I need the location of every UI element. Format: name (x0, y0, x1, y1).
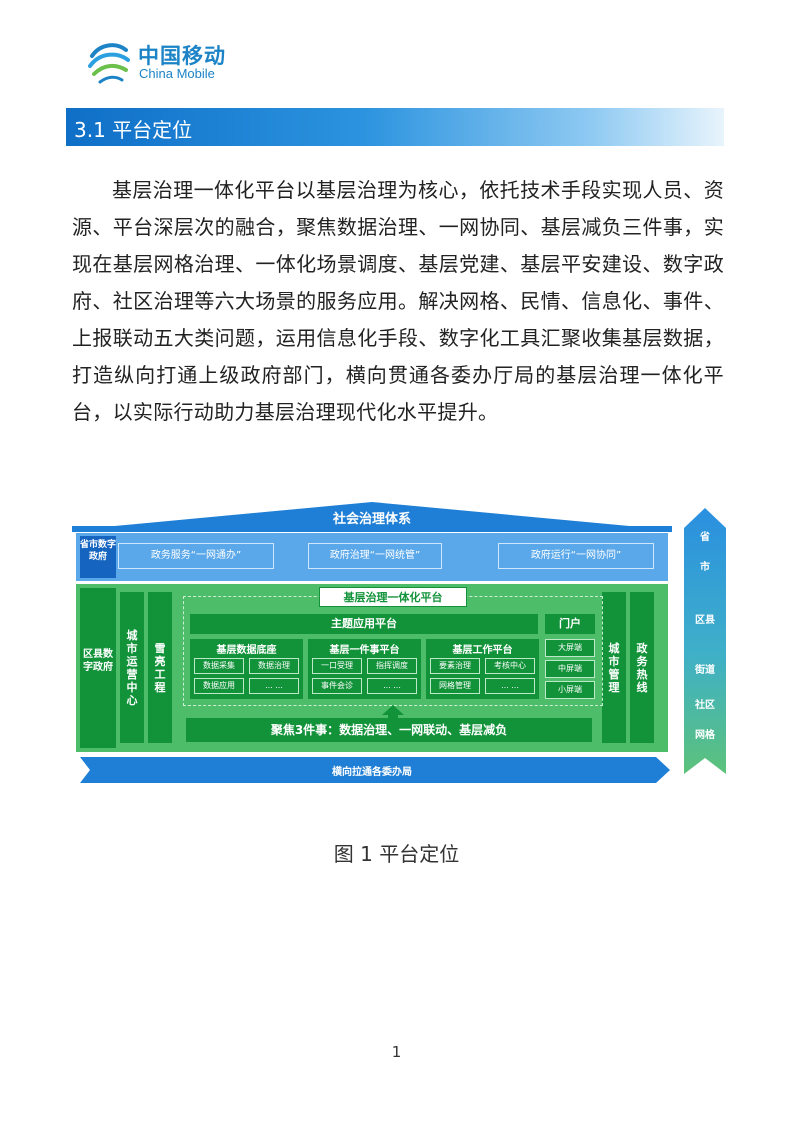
county-band: 区县数字政府 城市运营中心 雪亮工程 城市管理 政务热线 基层治理一体化平台 主… (76, 584, 668, 752)
focus-three-things-bar: 聚焦3件事：数据治理、一网联动、基层减负 (186, 718, 592, 742)
panel-chip: ... ... (485, 678, 535, 694)
level-street: 街道 (695, 665, 715, 676)
city-management-bar: 城市管理 (602, 592, 626, 743)
province-label: 省市数字政府 (80, 536, 116, 578)
vertical-levels-arrow (684, 508, 726, 774)
portal-chip-medium: 中屏端 (545, 660, 595, 678)
gov-governance-box: 政府治理“一网统管” (308, 543, 442, 569)
page-number: 1 (391, 1043, 402, 1061)
china-mobile-logo-icon (88, 43, 130, 84)
panel-chip: 数据治理 (249, 658, 299, 674)
gov-hotline-bar: 政务热线 (630, 592, 654, 743)
panel-chip: 事件会诊 (312, 678, 362, 694)
data-base-panel-title: 基层数据底座 (216, 645, 277, 656)
platform-title: 基层治理一体化平台 (319, 587, 467, 607)
panel-chip: 一口受理 (312, 658, 362, 674)
platform-frame: 基层治理一体化平台 主题应用平台 门户 基层数据底座 数据采集 数据治理 数据应… (183, 587, 603, 706)
platform-positioning-diagram: 社会治理体系 省市数字政府 政务服务“一网通办” 政府治理“一网统管” 政府运行… (72, 500, 726, 790)
province-band: 省市数字政府 政务服务“一网通办” 政府治理“一网统管” 政府运行“一网协同” (76, 533, 668, 581)
panel-chip: ... ... (249, 678, 299, 694)
section-header-bar: 3.1 平台定位 (66, 108, 724, 146)
logo-english-text: China Mobile (139, 66, 215, 81)
up-arrow-icon (382, 705, 404, 719)
theme-app-platform-bar: 主题应用平台 (190, 614, 538, 634)
snow-bright-project-label: 雪亮工程 (154, 641, 166, 694)
logo-chinese-text: 中国移动 (138, 44, 226, 68)
level-county: 区县 (695, 615, 715, 626)
portal-chip-small: 小屏端 (545, 681, 595, 699)
section-title: 3.1 平台定位 (74, 118, 193, 142)
city-operation-center-label: 城市运营中心 (126, 628, 138, 707)
county-label: 区县数字政府 (80, 588, 116, 748)
panel-chip: 数据应用 (194, 678, 244, 694)
level-community: 社区 (695, 700, 715, 711)
body-paragraph: 基层治理一体化平台以基层治理为核心，依托技术手段实现人员、资源、平台深层次的融合… (72, 178, 724, 424)
china-mobile-logo: 中国移动 China Mobile (86, 38, 256, 88)
city-management-label: 城市管理 (608, 641, 620, 694)
gov-hotline-label: 政务热线 (636, 641, 648, 694)
gov-service-box: 政务服务“一网通办” (118, 543, 274, 569)
snow-bright-project-bar: 雪亮工程 (148, 592, 172, 743)
panel-chip: 指挥调度 (367, 658, 417, 674)
panel-chip: 考核中心 (485, 658, 535, 674)
figure-caption: 图 1 平台定位 (333, 842, 460, 866)
level-province: 省 (700, 532, 710, 543)
work-platform-panel-title: 基层工作平台 (452, 645, 513, 656)
portal-chip-large: 大屏端 (545, 639, 595, 657)
one-thing-panel: 基层一件事平台 一口受理 指挥调度 事件会诊 ... ... (308, 639, 421, 699)
work-platform-panel: 基层工作平台 要素治理 考核中心 网格管理 ... ... (426, 639, 539, 699)
panel-chip: 要素治理 (430, 658, 480, 674)
one-thing-panel-title: 基层一件事平台 (329, 645, 400, 656)
portal-bar: 门户 (545, 614, 595, 634)
roof-title: 社会治理体系 (332, 512, 411, 527)
panel-chip: 数据采集 (194, 658, 244, 674)
panel-chip: 网格管理 (430, 678, 480, 694)
gov-operation-box: 政府运行“一网协同” (498, 543, 654, 569)
data-base-panel: 基层数据底座 数据采集 数据治理 数据应用 ... ... (190, 639, 303, 699)
panel-chip: ... ... (367, 678, 417, 694)
horizontal-arrow-label: 横向拉通各委办局 (332, 767, 412, 778)
level-grid: 网格 (695, 730, 715, 741)
horizontal-arrow-shape (80, 757, 670, 783)
city-operation-center-bar: 城市运营中心 (120, 592, 144, 743)
level-city: 市 (700, 562, 710, 573)
roof-shape (72, 502, 672, 532)
